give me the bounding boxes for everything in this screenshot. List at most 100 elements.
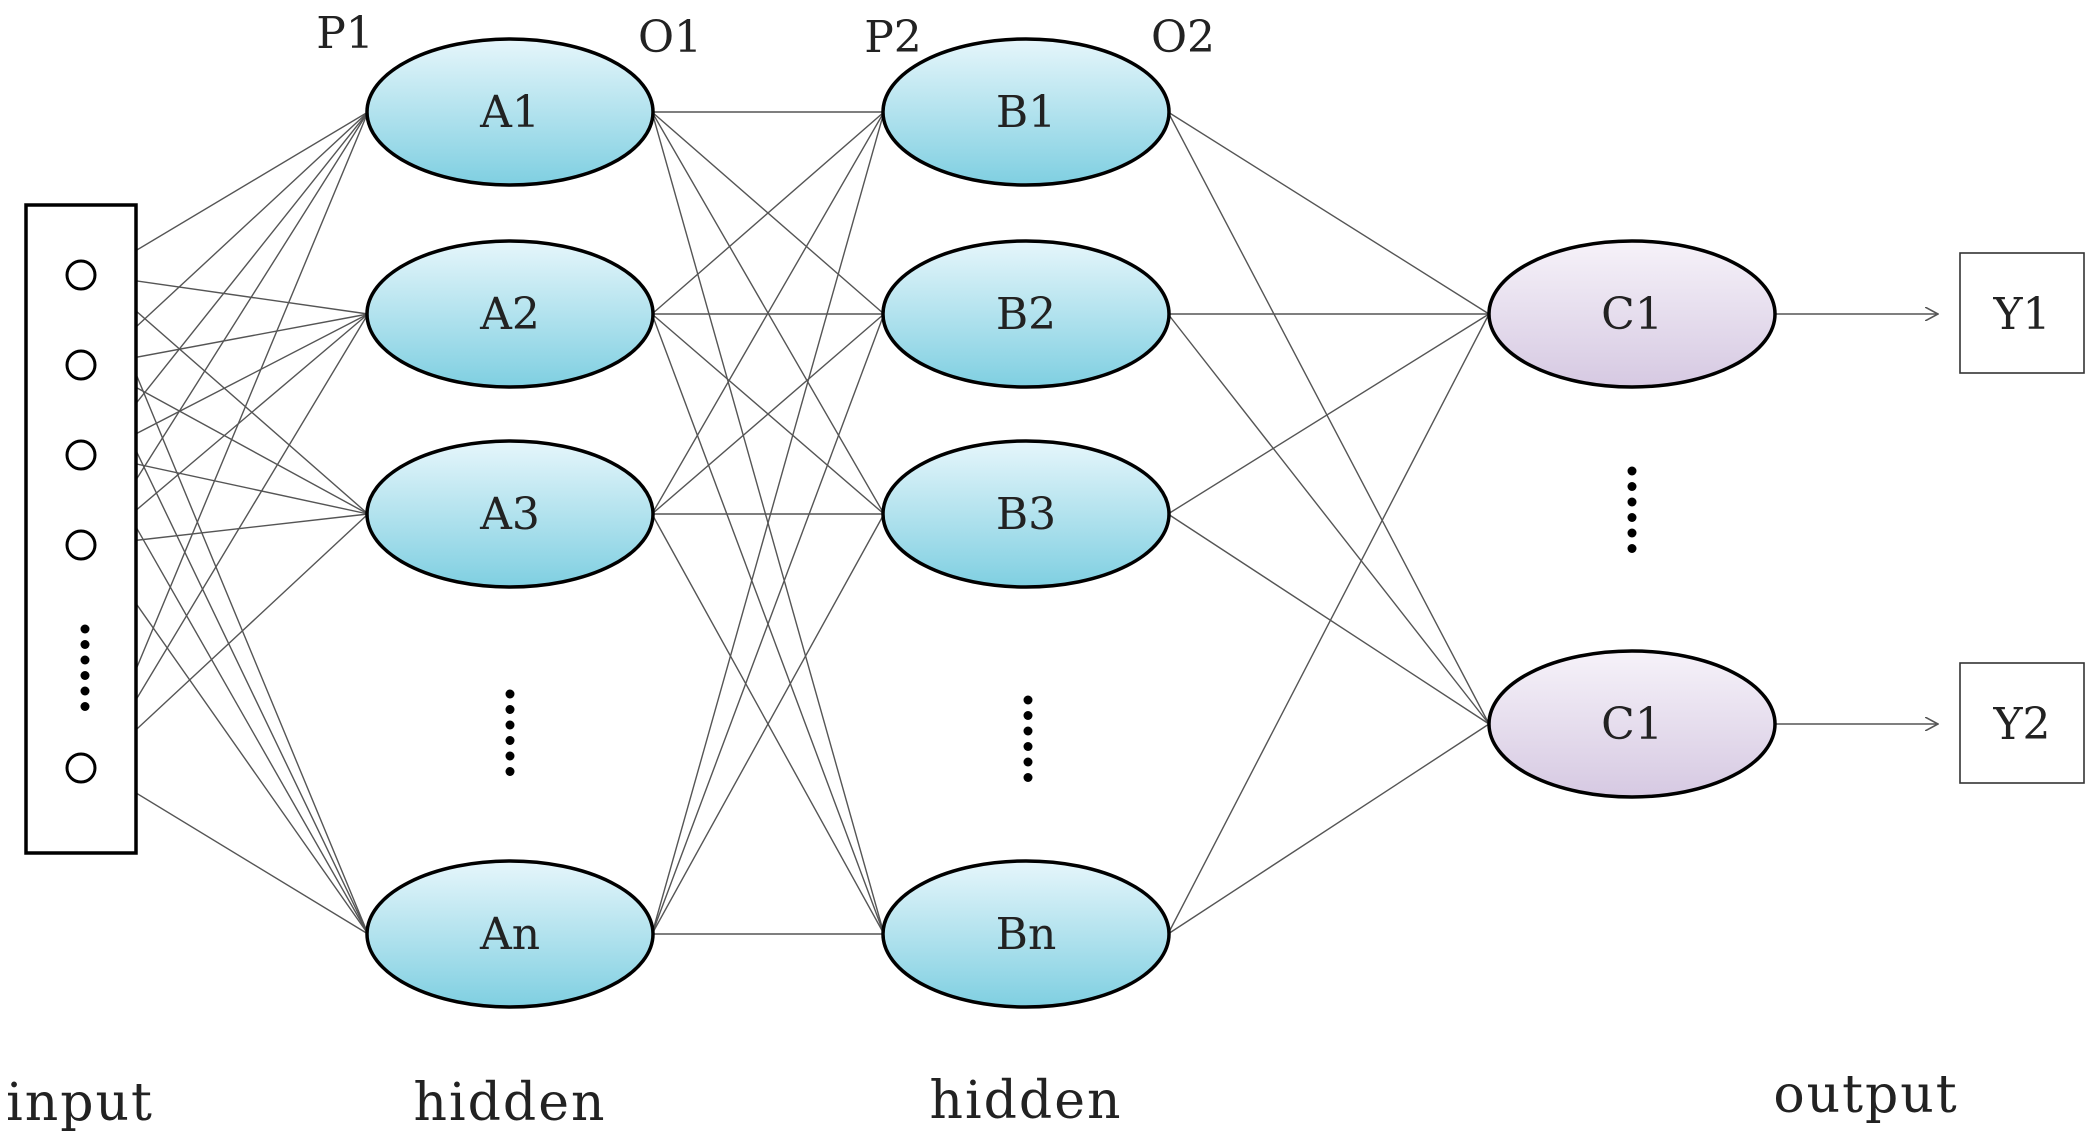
edge-input-hidden1 bbox=[94, 313, 369, 769]
edge-hidden2-output bbox=[1167, 513, 1490, 725]
node-label: A1 bbox=[479, 87, 540, 138]
input-nodes bbox=[65, 259, 97, 784]
edge-input-hidden1 bbox=[94, 513, 369, 769]
output-node-c1-top: C1 bbox=[1487, 239, 1777, 389]
edge-hidden1-hidden2 bbox=[651, 111, 885, 935]
ellipsis-dot bbox=[1627, 482, 1637, 491]
output-box-label: Y2 bbox=[1992, 699, 2050, 750]
edge-input-hidden1 bbox=[94, 454, 369, 515]
node-label: B3 bbox=[996, 489, 1056, 540]
ellipsis-dot bbox=[1627, 528, 1637, 538]
edge-hidden2-output bbox=[1167, 313, 1490, 515]
node-label: A3 bbox=[479, 489, 540, 540]
edge-input-hidden1 bbox=[94, 544, 369, 935]
edge-hidden1-hidden2 bbox=[651, 513, 885, 935]
edge-input-hidden1 bbox=[94, 313, 369, 456]
ellipsis-dot bbox=[1023, 742, 1033, 751]
edge-input-hidden1 bbox=[94, 767, 369, 935]
edge-input-hidden1 bbox=[94, 274, 369, 935]
hidden-node-a3: A3 bbox=[365, 439, 655, 589]
node-label: An bbox=[479, 909, 540, 960]
edge-hidden2-output bbox=[1167, 111, 1490, 725]
ellipsis-dot bbox=[1627, 466, 1637, 476]
node-label: B2 bbox=[996, 289, 1056, 340]
output-node-c1-bottom: C1 bbox=[1487, 649, 1777, 799]
input-node bbox=[65, 439, 97, 471]
edge-hidden1-hidden2 bbox=[651, 313, 885, 935]
edge-input-hidden1 bbox=[94, 313, 369, 366]
hidden-node-a1: A1 bbox=[365, 37, 655, 187]
edge-hidden2-output bbox=[1167, 313, 1490, 935]
ellipsis-dot bbox=[1023, 773, 1033, 782]
edge-hidden1-hidden2 bbox=[651, 111, 885, 515]
ellipsis-dot bbox=[80, 702, 90, 711]
node-label: C1 bbox=[1601, 289, 1663, 340]
output-box-y2: Y2 bbox=[1959, 662, 2085, 784]
hidden-node-a2: A2 bbox=[365, 239, 655, 389]
node-label: A2 bbox=[479, 289, 540, 340]
hidden2-ellipsis-dots bbox=[1023, 695, 1033, 782]
hidden1-ellipsis-dots bbox=[505, 689, 515, 776]
edge-input-hidden1 bbox=[94, 513, 369, 546]
hidden-node-bn: Bn bbox=[881, 859, 1171, 1009]
ellipsis-dot bbox=[80, 686, 90, 696]
ellipsis-dot bbox=[80, 671, 90, 680]
edge-hidden2-output bbox=[1167, 313, 1490, 725]
ellipsis-dot bbox=[505, 751, 515, 761]
connection-lines bbox=[94, 111, 1938, 935]
ellipsis-dot bbox=[1023, 757, 1033, 767]
ellipsis-dot bbox=[505, 689, 515, 699]
node-label: Bn bbox=[996, 909, 1057, 960]
ellipsis-dot bbox=[505, 767, 515, 776]
input-node bbox=[65, 259, 97, 291]
label-o2: O2 bbox=[1151, 12, 1215, 63]
node-label: B1 bbox=[996, 87, 1056, 138]
edge-input-hidden1 bbox=[94, 111, 369, 366]
edge-input-hidden1 bbox=[94, 313, 369, 546]
layer-label-hidden-2: hidden bbox=[930, 1071, 1123, 1131]
edge-input-hidden1 bbox=[94, 111, 369, 769]
label-o1: O1 bbox=[638, 12, 702, 63]
label-p2: P2 bbox=[864, 12, 922, 63]
edge-input-hidden1 bbox=[94, 274, 369, 315]
edge-input-hidden1 bbox=[94, 111, 369, 456]
edge-hidden2-output bbox=[1167, 723, 1490, 935]
edge-input-hidden1 bbox=[94, 274, 369, 515]
edge-hidden1-hidden2 bbox=[651, 111, 885, 315]
ellipsis-dot bbox=[505, 736, 515, 745]
ellipsis-dot bbox=[505, 705, 515, 714]
ellipsis-dot bbox=[1627, 497, 1637, 507]
hidden-node-b3: B3 bbox=[881, 439, 1171, 589]
hidden-node-b1: B1 bbox=[881, 37, 1171, 187]
hidden-node-b2: B2 bbox=[881, 239, 1171, 389]
input-node bbox=[65, 349, 97, 381]
edge-input-hidden1 bbox=[94, 454, 369, 935]
ellipsis-dot bbox=[1023, 726, 1033, 736]
edge-hidden2-output bbox=[1167, 111, 1490, 315]
layer-label-output: output bbox=[1773, 1065, 1958, 1125]
edge-input-hidden1 bbox=[94, 111, 369, 276]
ellipsis-dot bbox=[1023, 695, 1033, 705]
ellipsis-dot bbox=[80, 640, 90, 649]
input-ellipsis-dots bbox=[80, 624, 90, 711]
output-ellipsis-dots bbox=[1627, 466, 1637, 553]
ellipsis-dot bbox=[1627, 544, 1637, 553]
edge-hidden1-hidden2 bbox=[651, 313, 885, 515]
hidden-node-an: An bbox=[365, 859, 655, 1009]
ellipsis-dot bbox=[80, 624, 90, 634]
input-node bbox=[65, 529, 97, 561]
node-label: C1 bbox=[1601, 699, 1663, 750]
input-node bbox=[65, 752, 97, 784]
output-box-label: Y1 bbox=[1992, 289, 2050, 340]
input-layer-box bbox=[24, 203, 138, 855]
edge-input-hidden1 bbox=[94, 111, 369, 546]
output-box-y1: Y1 bbox=[1959, 252, 2085, 374]
label-p1: P1 bbox=[316, 8, 374, 59]
ellipsis-dot bbox=[1627, 513, 1637, 522]
layer-label-hidden-1: hidden bbox=[414, 1073, 607, 1133]
ellipsis-dot bbox=[80, 655, 90, 665]
edge-input-hidden1 bbox=[94, 364, 369, 935]
ellipsis-dot bbox=[505, 720, 515, 730]
layer-label-input: input bbox=[6, 1073, 154, 1133]
